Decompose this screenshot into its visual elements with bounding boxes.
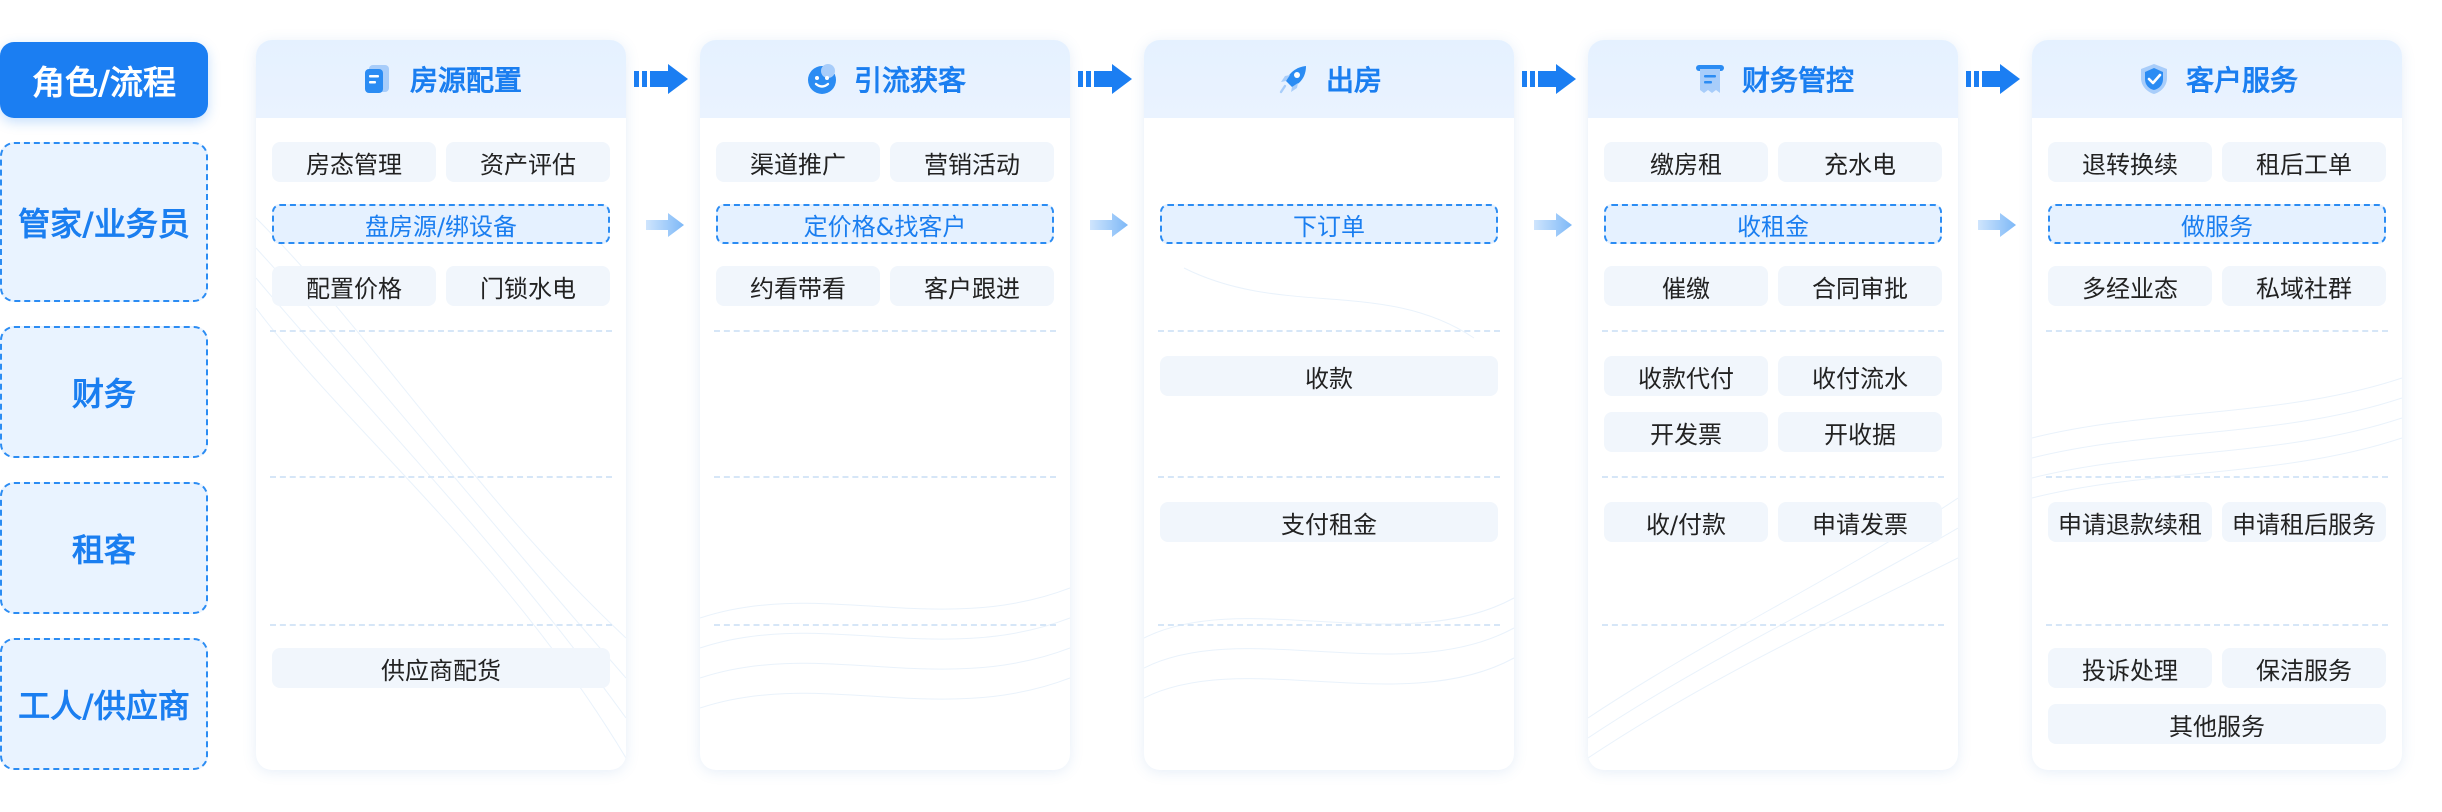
task-item[interactable]: 租后工单: [2222, 142, 2386, 182]
column-title: 房源配置: [409, 64, 522, 97]
task-item[interactable]: 申请退款续租: [2048, 502, 2212, 542]
task-item[interactable]: 配置价格: [272, 266, 436, 306]
task-item[interactable]: 资产评估: [446, 142, 610, 182]
column-title: 客户服务: [2185, 64, 2298, 97]
task-item[interactable]: 其他服务: [2048, 704, 2386, 744]
flow-arrow-icon: [1966, 64, 2020, 94]
step-arrow-icon: [1090, 213, 1128, 237]
lane-divider: [1158, 476, 1500, 478]
task-item[interactable]: 收付流水: [1778, 356, 1942, 396]
lane-divider: [270, 330, 612, 332]
column-finance-control: 财务管控 缴房租 充水电 收租金 催缴 合同审批 收款代付 收付流水 开发票 开…: [1588, 40, 1958, 770]
role-manager: 管家/业务员: [0, 142, 208, 302]
column-header: 客户服务: [2032, 40, 2402, 118]
task-item[interactable]: 支付租金: [1160, 502, 1498, 542]
lane-divider: [270, 624, 612, 626]
column-header: 房源配置: [256, 40, 626, 118]
lane-divider: [1158, 330, 1500, 332]
task-item[interactable]: 营销活动: [890, 142, 1054, 182]
key-task-item[interactable]: 做服务: [2048, 204, 2386, 244]
task-item[interactable]: 供应商配货: [272, 648, 610, 688]
task-item[interactable]: 多经业态: [2048, 266, 2212, 306]
lane-divider: [270, 476, 612, 478]
task-item[interactable]: 收/付款: [1604, 502, 1768, 542]
column-title: 财务管控: [1741, 64, 1854, 97]
task-item[interactable]: 充水电: [1778, 142, 1942, 182]
flow-arrow-icon: [1078, 64, 1132, 94]
lane-divider: [2046, 476, 2388, 478]
column-title: 出房: [1325, 64, 1382, 97]
column-header: 出房: [1144, 40, 1514, 118]
role-supplier: 工人/供应商: [0, 638, 208, 770]
task-item[interactable]: 私域社群: [2222, 266, 2386, 306]
flow-arrow-icon: [634, 64, 688, 94]
column-header: 财务管控: [1588, 40, 1958, 118]
column-header: 引流获客: [700, 40, 1070, 118]
rocket-icon: [1276, 61, 1312, 97]
receipt-icon: [1692, 61, 1728, 97]
lane-divider: [1602, 330, 1944, 332]
lane-divider: [1602, 624, 1944, 626]
role-tenant: 租客: [0, 482, 208, 614]
step-arrow-icon: [1534, 213, 1572, 237]
task-item[interactable]: 渠道推广: [716, 142, 880, 182]
lane-divider: [1602, 476, 1944, 478]
lane-divider: [714, 330, 1056, 332]
column-lead-acquisition: 引流获客 渠道推广 营销活动 定价格&找客户 约看带看 客户跟进: [700, 40, 1070, 770]
task-item[interactable]: 缴房租: [1604, 142, 1768, 182]
task-item[interactable]: 约看带看: [716, 266, 880, 306]
task-item[interactable]: 催缴: [1604, 266, 1768, 306]
lane-divider: [714, 624, 1056, 626]
shield-check-icon: [2136, 61, 2172, 97]
column-customer-service: 客户服务 退转换续 租后工单 做服务 多经业态 私域社群 申请退款续租 申请租后…: [2032, 40, 2402, 770]
task-item[interactable]: 开发票: [1604, 412, 1768, 452]
house-card-icon: [360, 61, 396, 97]
task-item[interactable]: 门锁水电: [446, 266, 610, 306]
lane-divider: [2046, 330, 2388, 332]
task-item[interactable]: 退转换续: [2048, 142, 2212, 182]
smiley-face-icon: [804, 61, 840, 97]
step-arrow-icon: [1978, 213, 2016, 237]
task-item[interactable]: 申请发票: [1778, 502, 1942, 542]
step-arrow-icon: [646, 213, 684, 237]
role-finance: 财务: [0, 326, 208, 458]
task-item[interactable]: 申请租后服务: [2222, 502, 2386, 542]
flow-arrow-icon: [1522, 64, 1576, 94]
key-task-item[interactable]: 收租金: [1604, 204, 1942, 244]
key-task-item[interactable]: 下订单: [1160, 204, 1498, 244]
lane-divider: [714, 476, 1056, 478]
task-item[interactable]: 投诉处理: [2048, 648, 2212, 688]
column-listing-setup: 房源配置 房态管理 资产评估 盘房源/绑设备 配置价格 门锁水电 供应商配货: [256, 40, 626, 770]
task-item[interactable]: 房态管理: [272, 142, 436, 182]
column-title: 引流获客: [853, 64, 966, 97]
column-rent-out: 出房 下订单 收款 支付租金: [1144, 40, 1514, 770]
key-task-item[interactable]: 盘房源/绑设备: [272, 204, 610, 244]
lane-divider: [1158, 624, 1500, 626]
task-item[interactable]: 开收据: [1778, 412, 1942, 452]
lane-divider: [2046, 624, 2388, 626]
task-item[interactable]: 客户跟进: [890, 266, 1054, 306]
task-item[interactable]: 收款代付: [1604, 356, 1768, 396]
task-item[interactable]: 收款: [1160, 356, 1498, 396]
task-item[interactable]: 保洁服务: [2222, 648, 2386, 688]
key-task-item[interactable]: 定价格&找客户: [716, 204, 1054, 244]
role-header: 角色/流程: [0, 42, 208, 118]
task-item[interactable]: 合同审批: [1778, 266, 1942, 306]
